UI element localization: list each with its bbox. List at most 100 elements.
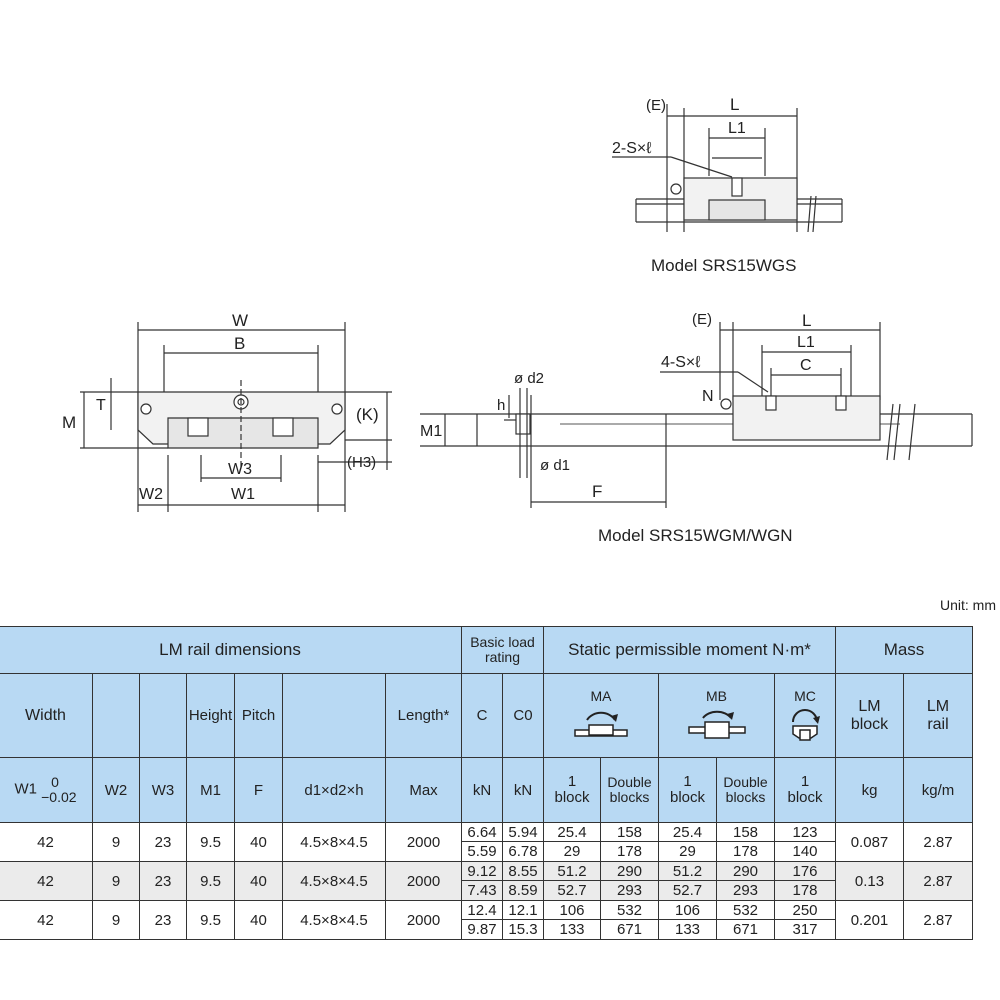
cell-ma1: 29 [543, 841, 601, 862]
hdr-lm-block-2: block [850, 715, 889, 733]
cell-c: 9.12 [461, 861, 503, 881]
hdr-blank-w2 [92, 673, 140, 758]
hdr-height: Height [186, 673, 235, 758]
cell-mb2: 178 [716, 841, 775, 862]
wgm-label-m1: M1 [420, 423, 442, 440]
cs-label-w3: W3 [228, 461, 252, 478]
mc-moment-icon [792, 708, 820, 741]
hdr-mb: MB [658, 673, 775, 758]
hdr-basic-load-l1: Basic load [470, 634, 535, 651]
cell-mc: 250 [774, 900, 836, 920]
cell-w3: 23 [139, 900, 187, 940]
cs-label-k: (K) [356, 405, 379, 424]
cell-mb2: 671 [716, 919, 775, 940]
ma-moment-icon [574, 711, 628, 737]
cell-m1: 9.5 [186, 900, 235, 940]
cell-ma1: 133 [543, 919, 601, 940]
hdr-w2: W2 [92, 757, 140, 823]
hdr-static-moment: Static permissible moment N·m* [543, 626, 836, 674]
cs-label-t: T [96, 397, 106, 414]
hdr-w3: W3 [139, 757, 187, 823]
hdr-blank-w3 [139, 673, 187, 758]
hdr-ma-label: MA [590, 687, 612, 704]
wgm-label-n: N [702, 388, 714, 405]
caption-wgs: Model SRS15WGS [651, 256, 797, 275]
cell-w2: 9 [92, 861, 140, 901]
wgm-label-l1: L1 [797, 334, 815, 351]
hdr-mc: MC [774, 673, 836, 758]
hdr-kn-c: kN [461, 757, 503, 823]
cell-c0: 15.3 [502, 919, 544, 940]
cell-ma1: 51.2 [543, 861, 601, 881]
cell-c0: 5.94 [502, 822, 544, 842]
hdr-f: F [234, 757, 283, 823]
unit-note: Unit: mm [940, 597, 996, 613]
hdr-w1-tolerance: 0 −0.02 [41, 775, 76, 804]
hdr-mb-label: MB [706, 687, 727, 704]
cs-label-m: M [62, 413, 76, 432]
cell-c0: 8.59 [502, 880, 544, 901]
cell-mb1: 25.4 [658, 822, 717, 842]
hdr-lm-rail-2: rail [927, 715, 949, 733]
cell-w1: 42 [0, 861, 93, 901]
header-group-row: LM rail dimensions Basic load rating Sta… [0, 626, 973, 674]
cell-f: 40 [234, 822, 283, 862]
hdr-kn-c0: kN [502, 757, 544, 823]
hdr-ma-double: Double blocks [600, 757, 659, 823]
hdr-mb-1block: 1 block [658, 757, 717, 823]
hdr-width: Width [0, 673, 93, 758]
hdr-lm-rail-1: LM [926, 697, 950, 715]
hdr-mb-double-a: Double [723, 774, 768, 791]
table-row: 9.87 15.3 133 671 133 671 317 [0, 919, 973, 940]
hdr-c: C [461, 673, 503, 758]
hdr-mass: Mass [835, 626, 973, 674]
cell-dxh: 4.5×8×4.5 [282, 861, 386, 901]
cell-ma2: 532 [600, 900, 659, 920]
cell-mb2: 532 [716, 900, 775, 920]
cell-ma2: 178 [600, 841, 659, 862]
wgm-label-f: F [592, 482, 602, 501]
wgm-label-d2: ø d2 [514, 370, 544, 387]
hdr-w1-cell: W1 0 −0.02 [0, 757, 93, 823]
wgm-label-d1: ø d1 [540, 457, 570, 474]
cell-ma2: 290 [600, 861, 659, 881]
hdr-tol-top: 0 [51, 774, 59, 791]
wgm-label-c: C [800, 357, 812, 374]
cell-f: 40 [234, 900, 283, 940]
hdr-mc-label: MC [794, 687, 816, 704]
cell-ma1: 106 [543, 900, 601, 920]
table-row: 42 9 23 9.5 40 4.5×8×4.5 2000 9.12 8.55 … [0, 861, 973, 901]
hdr-ma-1block-b: block [554, 789, 590, 806]
wgs-label-l: L [730, 95, 739, 114]
header-symbol-row: Width Height Pitch Length* C C0 MA MB [0, 673, 973, 758]
wgs-side-view [612, 104, 843, 233]
cell-mb1: 106 [658, 900, 717, 920]
cell-block-kg: 0.087 [835, 822, 904, 862]
hdr-mb-1block-b: block [669, 789, 706, 806]
cell-c: 6.64 [461, 822, 503, 842]
cell-mb2: 290 [716, 861, 775, 881]
cell-w2: 9 [92, 900, 140, 940]
mb-moment-icon [687, 710, 746, 739]
cell-max: 2000 [385, 900, 462, 940]
cs-label-w: W [232, 311, 248, 330]
hdr-mb-1block-a: 1 [683, 773, 692, 791]
cs-label-w2: W2 [139, 486, 163, 503]
cell-block-kg: 0.201 [835, 900, 904, 940]
hdr-mc-1block: 1 block [774, 757, 836, 823]
cell-ma1: 52.7 [543, 880, 601, 901]
cell-m1: 9.5 [186, 861, 235, 901]
wgs-label-sxl: 2-S×ℓ [612, 140, 651, 157]
hdr-w1: W1 [14, 780, 37, 798]
hdr-mb-double: Double blocks [716, 757, 775, 823]
table-row: 42 9 23 9.5 40 4.5×8×4.5 2000 12.4 12.1 … [0, 900, 973, 940]
cell-c: 12.4 [461, 900, 503, 920]
cell-mc: 123 [774, 822, 836, 842]
hdr-pitch: Pitch [234, 673, 283, 758]
cell-mb1: 29 [658, 841, 717, 862]
cs-label-h3: (H3) [347, 454, 376, 471]
cell-c: 5.59 [461, 841, 503, 862]
hdr-kg: kg [835, 757, 904, 823]
hdr-m1: M1 [186, 757, 235, 823]
cell-block-kg: 0.13 [835, 861, 904, 901]
